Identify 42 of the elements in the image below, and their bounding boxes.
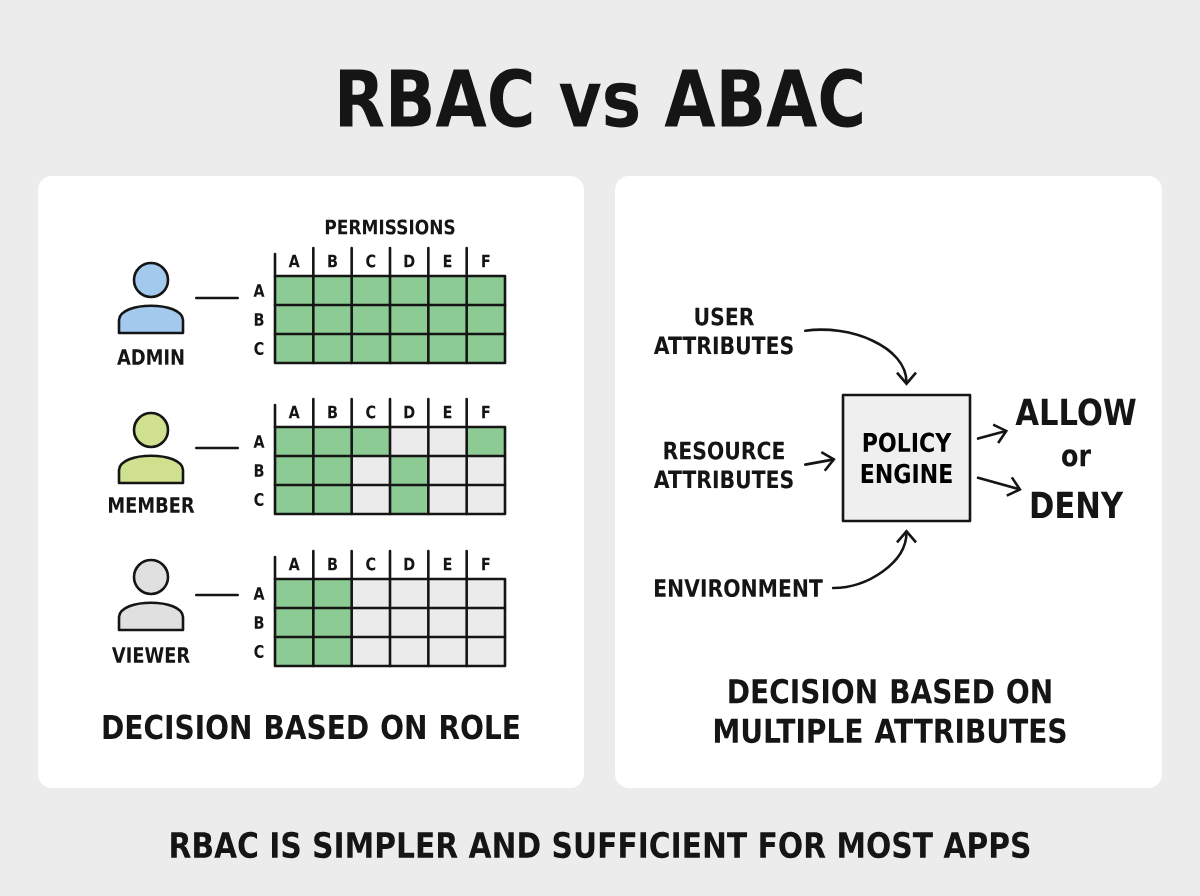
panel-heading: DECISION BASED ON ROLE bbox=[103, 714, 519, 740]
row-header: C bbox=[254, 493, 264, 506]
input-label: RESOURCE ATTRIBUTES bbox=[653, 441, 793, 489]
row-header: A bbox=[253, 284, 265, 297]
column-header: E bbox=[443, 405, 452, 419]
grid-heading: PERMISSIONS bbox=[325, 219, 455, 235]
caption: RBAC IS SIMPLER AND SUFFICIENT FOR MOST APPS bbox=[171, 831, 1030, 859]
row-header: C bbox=[254, 645, 264, 658]
column-header: F bbox=[482, 557, 490, 571]
input-label: USER ATTRIBUTES bbox=[653, 307, 793, 355]
column-header: B bbox=[328, 405, 337, 419]
outcome-label: DENY bbox=[1031, 491, 1124, 519]
column-header: D bbox=[404, 557, 415, 571]
column-header: C bbox=[366, 254, 376, 268]
row-header: B bbox=[254, 616, 264, 629]
input-label: ENVIRONMENT bbox=[655, 578, 823, 598]
process-box: POLICY ENGINE bbox=[841, 393, 972, 523]
panel-heading: DECISION BASED ON MULTIPLE ATTRIBUTES bbox=[714, 678, 1066, 744]
row-header: A bbox=[253, 587, 265, 600]
column-header: C bbox=[366, 557, 376, 571]
column-header: E bbox=[443, 557, 452, 571]
column-header: D bbox=[404, 254, 415, 268]
row-header: B bbox=[254, 464, 264, 477]
column-header: B bbox=[328, 557, 337, 571]
column-header: A bbox=[288, 557, 300, 571]
column-header: E bbox=[443, 254, 452, 268]
role-label: VIEWER bbox=[111, 647, 190, 663]
column-header: A bbox=[288, 254, 300, 268]
column-header: D bbox=[404, 405, 415, 419]
row-header: B bbox=[254, 313, 264, 326]
column-header: C bbox=[366, 405, 376, 419]
role-label: MEMBER bbox=[109, 497, 195, 513]
role-label: ADMIN bbox=[117, 349, 184, 365]
outcome-label: ALLOW bbox=[1015, 398, 1136, 426]
column-header: A bbox=[288, 405, 300, 419]
title: RBAC vs ABAC bbox=[340, 68, 862, 128]
column-header: B bbox=[328, 254, 337, 268]
column-header: F bbox=[482, 405, 490, 419]
row-header: A bbox=[253, 435, 265, 448]
column-header: F bbox=[482, 254, 490, 268]
row-header: C bbox=[254, 342, 264, 355]
word-label: or bbox=[1062, 449, 1091, 467]
